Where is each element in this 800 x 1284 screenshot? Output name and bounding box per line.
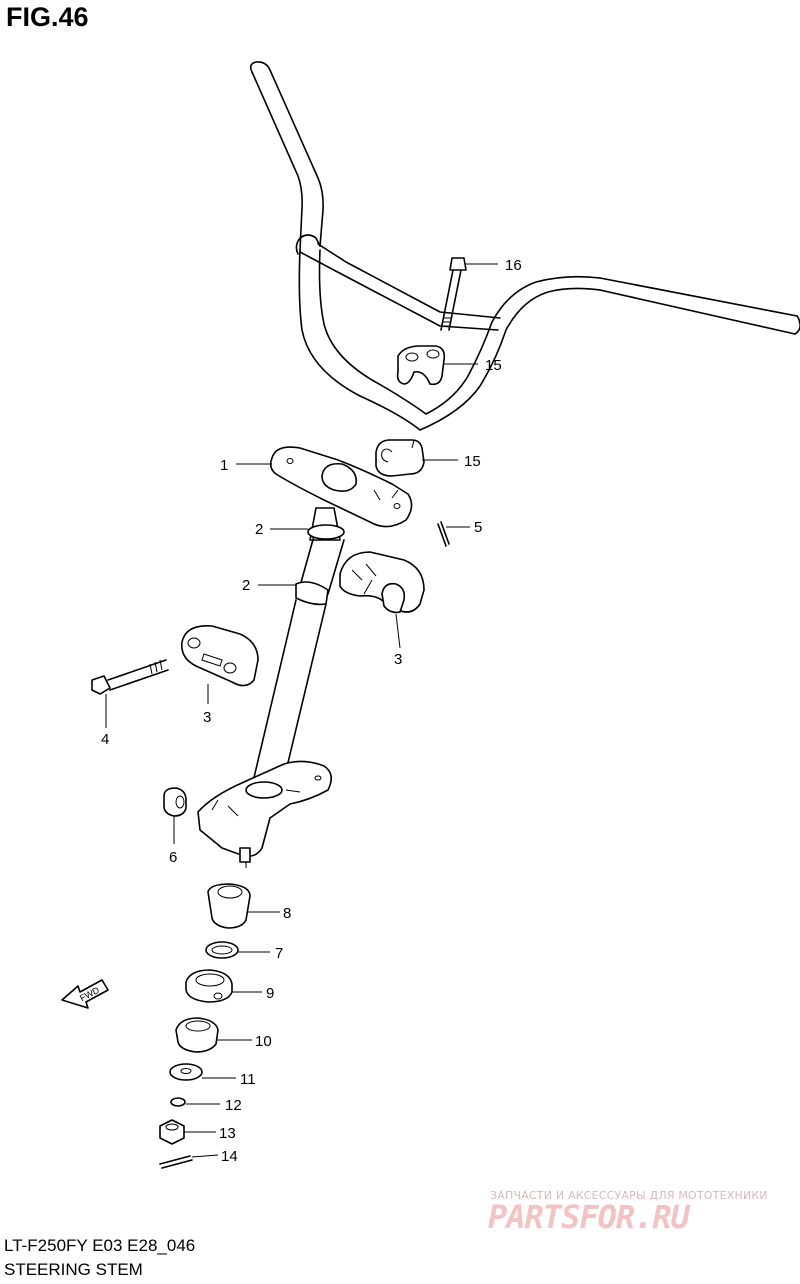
callout-15-lower: 15 <box>464 453 481 470</box>
cotter-pin <box>437 521 470 547</box>
watermark-logo: PARTSFOR.RU <box>488 1198 690 1236</box>
upper-handlebar-holder <box>396 345 478 386</box>
callout-15-upper: 15 <box>485 357 502 374</box>
seal-10 <box>175 1017 252 1053</box>
callout-5: 5 <box>474 519 482 536</box>
model-code: LT-F250FY E03 E28_046 <box>4 1236 196 1255</box>
part-callouts: 16 15 15 1 2 5 2 3 4 3 6 8 7 9 10 11 12 … <box>101 257 522 1165</box>
bushing-6 <box>163 787 187 844</box>
callout-11: 11 <box>240 1071 256 1088</box>
callout-2-upper: 2 <box>255 521 263 538</box>
o-ring-7 <box>205 941 270 959</box>
bushing-8 <box>207 883 280 929</box>
lower-steering-bracket <box>197 760 332 868</box>
shaft-holder-right <box>339 551 425 649</box>
callout-10: 10 <box>255 1033 272 1050</box>
callout-16: 16 <box>505 257 522 274</box>
watermark-tagline: ЗАПЧАСТИ И АКСЕССУАРЫ ДЛЯ МОТОТЕХНИКИ <box>490 1189 768 1202</box>
callout-12: 12 <box>225 1097 242 1114</box>
callout-6: 6 <box>169 849 177 866</box>
upper-bracket <box>236 446 413 528</box>
bolt-16 <box>440 257 498 331</box>
lower-handlebar-holder <box>375 439 458 477</box>
callout-13: 13 <box>219 1125 236 1142</box>
callout-4: 4 <box>101 731 109 748</box>
handlebar <box>249 61 800 431</box>
forward-direction-arrow: FWD <box>61 979 109 1009</box>
callout-8: 8 <box>283 905 291 922</box>
seal-2-upper <box>270 524 345 540</box>
nut-13 <box>159 1119 216 1145</box>
figure-subtitle: STEERING STEM <box>4 1260 143 1279</box>
callout-1: 1 <box>220 457 228 474</box>
callout-3-right: 3 <box>394 651 402 668</box>
callout-3-left: 3 <box>203 709 211 726</box>
callout-9: 9 <box>266 985 274 1002</box>
seal-9 <box>185 969 262 1003</box>
washer-12 <box>170 1097 220 1107</box>
bolt-4 <box>91 659 169 728</box>
callout-2-lower: 2 <box>242 577 250 594</box>
cotter-pin-14 <box>159 1154 219 1169</box>
steering-shaft <box>251 507 345 797</box>
figure-title: FIG.46 <box>6 2 89 32</box>
shaft-holder-left <box>180 625 259 704</box>
callout-7: 7 <box>275 945 283 962</box>
callout-14: 14 <box>221 1148 238 1165</box>
washer-11 <box>169 1063 236 1081</box>
